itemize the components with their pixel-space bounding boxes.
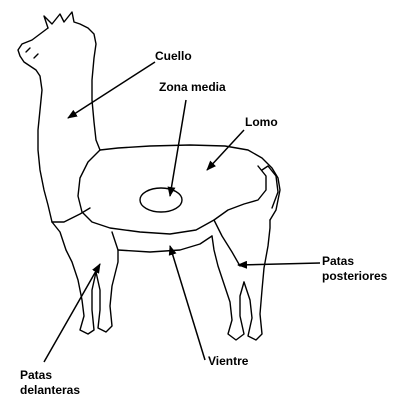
face-outline bbox=[17, 27, 53, 223]
middle-zone-oval bbox=[139, 187, 183, 213]
arrow-cuello bbox=[67, 61, 156, 119]
face-detail bbox=[25, 47, 39, 59]
belly-line bbox=[117, 235, 213, 253]
hind-leg-left bbox=[211, 235, 245, 341]
label-vientre: Vientre bbox=[208, 354, 249, 368]
label-zona-media: Zona media bbox=[159, 80, 226, 94]
hind-leg-right bbox=[243, 219, 271, 341]
leader-arrows bbox=[43, 61, 321, 363]
head-outline bbox=[43, 11, 101, 151]
label-patas-delanteras: Patas delanteras bbox=[20, 368, 80, 398]
arrow-lomo bbox=[206, 129, 245, 171]
front-leg-left bbox=[51, 221, 97, 335]
label-patas-delanteras-line2: delanteras bbox=[20, 383, 81, 397]
back-outline bbox=[99, 144, 281, 221]
llama-outline bbox=[17, 11, 281, 341]
label-lomo: Lomo bbox=[245, 115, 278, 129]
label-patas-posteriores-line2: posteriores bbox=[322, 269, 388, 283]
arrow-vientre bbox=[168, 245, 206, 361]
label-patas-delanteras-line1: Patas bbox=[20, 368, 53, 382]
front-leg-right bbox=[95, 231, 119, 333]
arrow-patas-posteriores bbox=[237, 260, 321, 269]
label-patas-posteriores: Patas posteriores bbox=[322, 254, 387, 284]
label-patas-posteriores-line1: Patas bbox=[322, 254, 355, 268]
label-cuello: Cuello bbox=[155, 49, 192, 63]
arrow-zona-media bbox=[167, 99, 187, 197]
thigh-line bbox=[213, 219, 241, 267]
chest-line bbox=[51, 207, 91, 223]
tail-outline bbox=[261, 165, 279, 209]
body-patch bbox=[77, 149, 267, 235]
arrow-patas-delanteras bbox=[43, 263, 101, 363]
